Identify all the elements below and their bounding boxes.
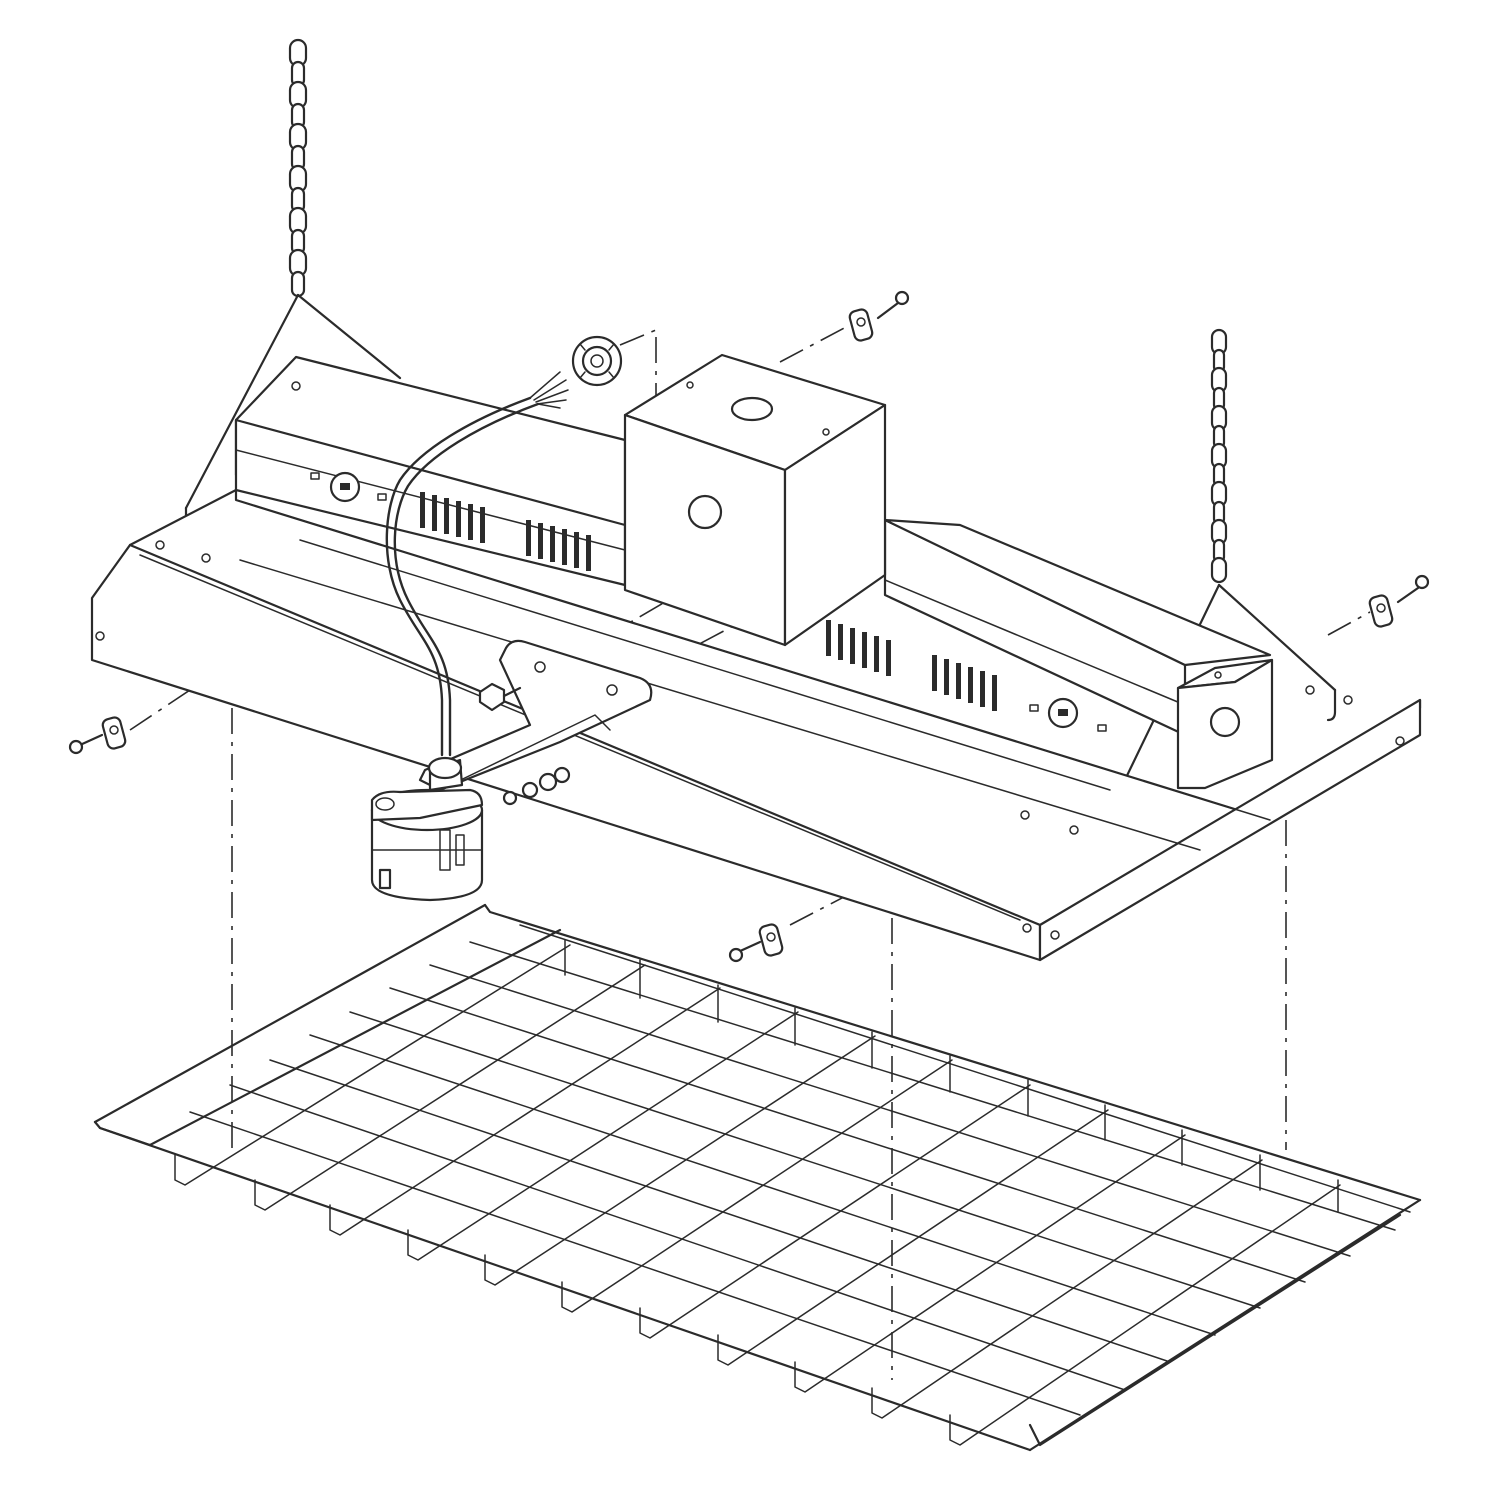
wire-guard — [93, 903, 1422, 1452]
hanging-chain-right — [1210, 328, 1228, 584]
mounting-clip-top — [848, 290, 910, 342]
bracket-hardware — [502, 766, 571, 806]
bracket-screw — [478, 682, 522, 712]
vent-slots-left — [420, 492, 591, 571]
knockout-plug — [571, 335, 623, 387]
junction-box — [623, 353, 887, 647]
end-junction-box — [1176, 658, 1274, 790]
occupancy-sensor — [370, 756, 484, 902]
mounting-clip-right — [1368, 574, 1430, 628]
fixture-housing — [90, 355, 1422, 962]
hanging-chain-left — [288, 38, 308, 298]
mounting-clip-front — [728, 923, 784, 963]
mounting-clip-left — [68, 716, 127, 755]
whip-cable — [385, 371, 569, 757]
vent-slots-right — [826, 620, 997, 711]
